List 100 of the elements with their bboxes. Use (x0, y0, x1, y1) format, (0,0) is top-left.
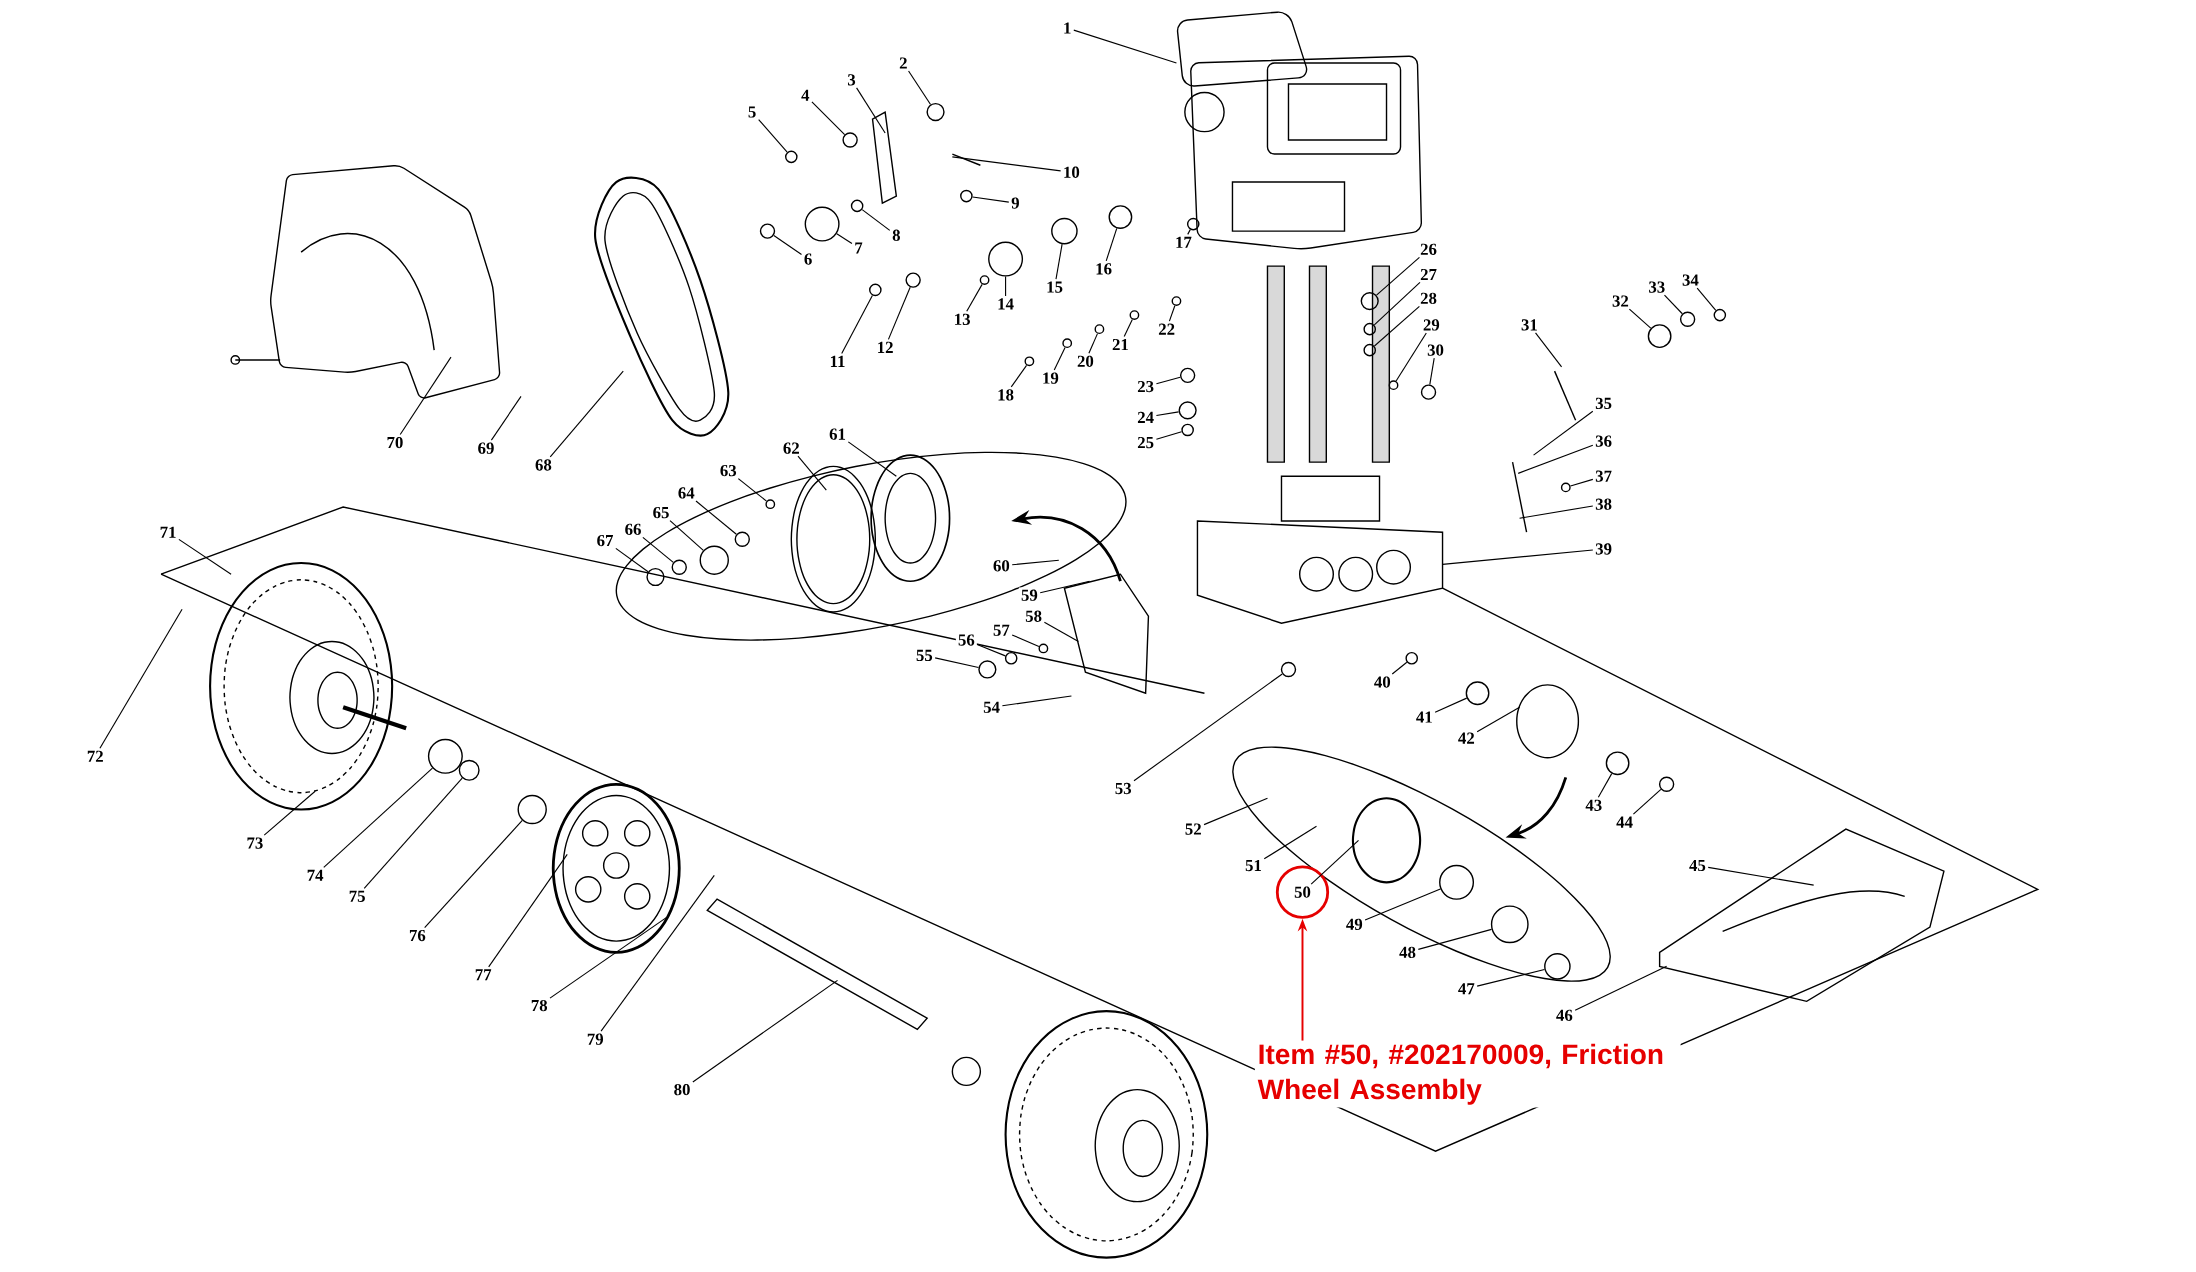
part-circle (1360, 292, 1379, 311)
part-circle (1051, 217, 1078, 245)
part-circle (1439, 865, 1475, 900)
leader-line (1373, 306, 1420, 347)
callout-number: 62 (780, 440, 802, 457)
callout-number: 17 (1172, 234, 1194, 251)
callout-number: 13 (951, 311, 973, 328)
callout-number: 28 (1418, 290, 1440, 307)
part-circle (1465, 681, 1490, 706)
leader-line (1533, 410, 1594, 456)
leader-line (1310, 839, 1360, 885)
part-circle (1179, 367, 1196, 384)
callout-number: 55 (913, 647, 935, 664)
callout-number: 59 (1018, 587, 1040, 604)
part-circle (804, 206, 840, 242)
leader-line (1628, 308, 1652, 329)
callout-number: 8 (890, 227, 903, 244)
leader-line (1517, 444, 1594, 475)
leader-line (99, 608, 183, 750)
leader-line (363, 777, 463, 890)
callout-number: 76 (406, 927, 428, 944)
callout-number: 68 (532, 457, 554, 473)
callout-number: 5 (745, 104, 759, 120)
part-circle (842, 132, 858, 148)
part-circle (1280, 661, 1297, 678)
callout-number: 52 (1182, 821, 1204, 838)
leader-line (1055, 243, 1063, 280)
leader-line (1574, 965, 1668, 1011)
callout-number: 40 (1371, 674, 1393, 690)
leader-line (1663, 294, 1683, 315)
leader-line (856, 87, 886, 134)
leader-line (1417, 928, 1493, 951)
callout-number: 45 (1686, 858, 1708, 874)
leader-line (692, 979, 839, 1083)
part-circle (1544, 953, 1571, 980)
leader-line (642, 537, 674, 564)
callout-number: 48 (1397, 944, 1419, 961)
leader-line (1043, 621, 1079, 643)
leader-line (1707, 866, 1815, 886)
callout-number: 61 (827, 426, 848, 443)
leader-line (600, 874, 715, 1032)
callout-number: 35 (1593, 395, 1615, 412)
callout-number: 33 (1646, 279, 1668, 296)
leader-line (773, 235, 803, 256)
leader-line (1364, 888, 1441, 921)
leader-line (488, 853, 568, 968)
leader-line (1187, 229, 1191, 236)
part-circle (1108, 205, 1133, 230)
callout-number: 74 (304, 867, 326, 884)
callout-number: 30 (1425, 342, 1447, 359)
part-circle (517, 794, 547, 825)
callout-number: 15 (1044, 279, 1066, 295)
part-circle (926, 103, 945, 122)
leader-line (1053, 347, 1066, 371)
leader-line (1395, 332, 1427, 382)
leader-line (934, 657, 980, 669)
part-circle (427, 738, 463, 774)
leader-line (737, 478, 768, 502)
leader-line (908, 70, 932, 106)
callout-number: 70 (384, 434, 406, 451)
leader-line (424, 820, 523, 929)
leader-line (615, 548, 649, 573)
callout-number: 51 (1242, 857, 1264, 874)
leader-line (1632, 789, 1662, 815)
callout-number: 71 (157, 524, 179, 540)
callout-number: 38 (1593, 496, 1615, 513)
callout-number: 79 (584, 1031, 606, 1048)
callout-number: 42 (1455, 730, 1477, 746)
leader-line (887, 286, 911, 341)
callout-number: 9 (1009, 195, 1022, 211)
callout-number: 73 (244, 835, 266, 852)
callout-number: 21 (1109, 337, 1131, 353)
callout-number: 1 (1060, 20, 1074, 36)
leader-line (1073, 29, 1177, 64)
callout-number: 24 (1135, 409, 1157, 426)
callout-number: 11 (827, 353, 848, 370)
leader-line (976, 644, 1006, 657)
callout-number: 3 (845, 72, 858, 88)
callout-number: 66 (622, 521, 644, 538)
callout-number: 75 (346, 888, 368, 905)
leader-line (1476, 706, 1521, 733)
leader-line (549, 916, 668, 999)
leader-line (1001, 695, 1072, 707)
leader-line (1011, 559, 1060, 566)
callout-number: 10 (1060, 164, 1082, 181)
leader-line (1168, 305, 1176, 322)
callout-number: 19 (1039, 370, 1061, 387)
part-circle (1420, 384, 1437, 400)
callout-number: 37 (1593, 468, 1615, 485)
annotation-text: Item #50, #202170009, Friction Wheel Assembly (1254, 1041, 1681, 1108)
leader-line (1155, 376, 1181, 385)
callout-number: 54 (981, 699, 1003, 716)
leader-line (1373, 282, 1421, 326)
callout-number: 6 (801, 251, 815, 267)
callout-number: 23 (1135, 378, 1157, 395)
leader-line (1263, 825, 1318, 860)
leader-line (836, 233, 853, 245)
callout-number: 53 (1112, 780, 1134, 797)
leader-line (1696, 287, 1717, 311)
callout-number: 2 (897, 55, 910, 71)
